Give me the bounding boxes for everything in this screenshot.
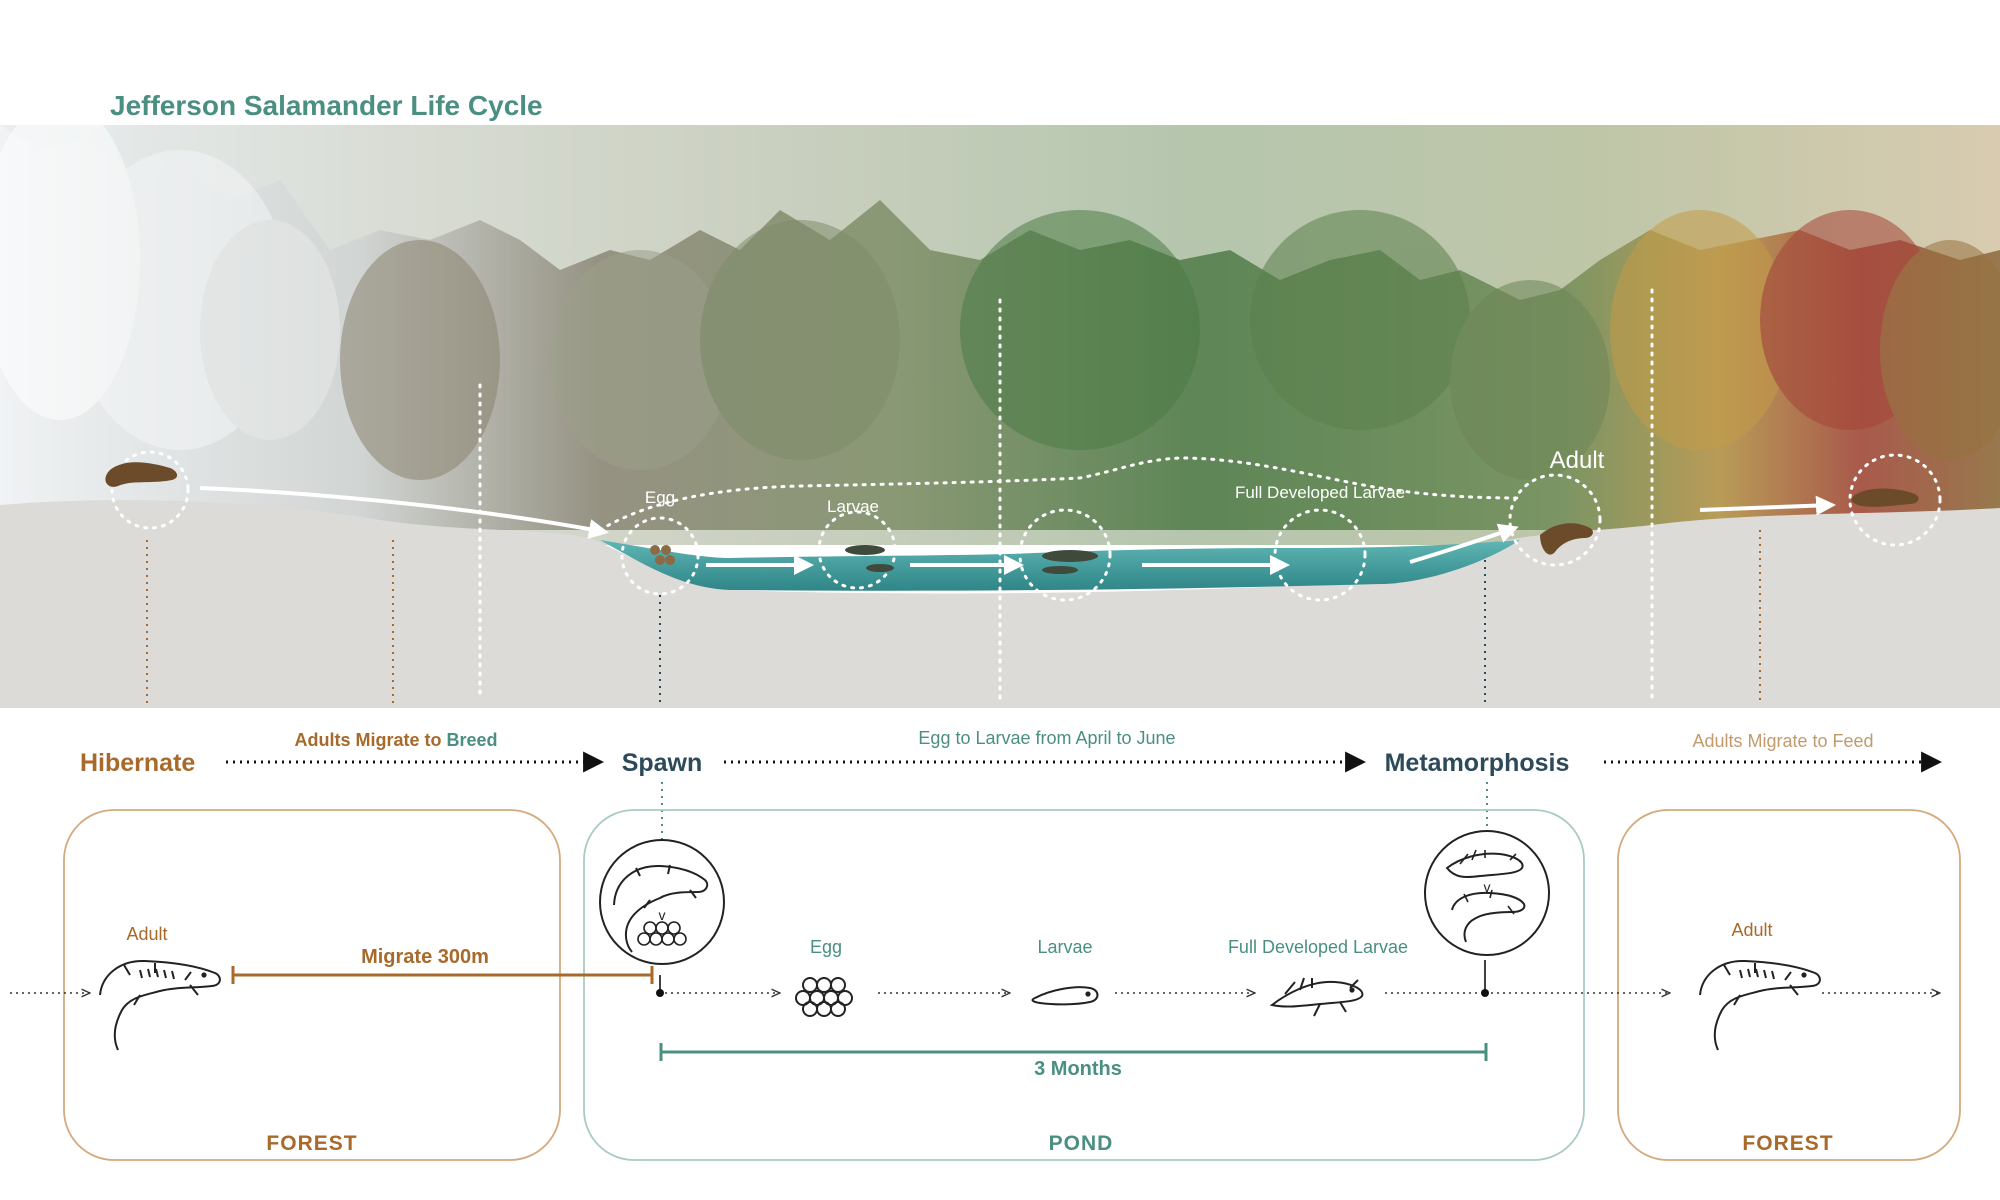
svg-text:v: v <box>659 907 666 923</box>
panel-pond <box>583 809 1585 1161</box>
stage-hibernate: Hibernate <box>80 749 195 777</box>
scene-label-egg: Egg <box>645 488 675 507</box>
migrate-distance-bracket <box>231 966 654 984</box>
stage-label-larvae: Larvae <box>1037 937 1092 957</box>
spawn-icon: v <box>599 839 725 965</box>
scene-egg-icon <box>650 545 675 565</box>
label-migrate-distance: Migrate 300m <box>361 946 489 968</box>
landscape-scene <box>0 100 2000 708</box>
panel-label-pond: POND <box>1049 1132 1114 1155</box>
duration-bracket <box>659 1043 1488 1061</box>
stage-spawn: Spawn <box>622 749 703 777</box>
stage-label-adult-right: Adult <box>1731 920 1772 940</box>
scene-label-larvae: Larvae <box>827 497 879 516</box>
salamander-icon-right <box>1699 959 1821 1051</box>
svg-text:v: v <box>1484 879 1491 895</box>
metamorphosis-icon: v <box>1424 830 1550 956</box>
label-adults-migrate-to-breed: Adults Migrate to Breed <box>294 730 497 750</box>
scene-label-adult: Adult <box>1550 447 1605 474</box>
diagram-title: Jefferson Salamander Life Cycle <box>110 90 543 121</box>
panel-forest-right <box>1617 809 1961 1161</box>
developed-larva-icon <box>1269 977 1364 1017</box>
panel-label-forest-right: FOREST <box>1742 1132 1833 1155</box>
stage-label-adult-left: Adult <box>126 924 167 944</box>
egg-cluster-icon <box>795 977 853 1017</box>
larva-icon <box>1031 986 1099 1006</box>
scene-salamander-icon <box>105 462 1919 574</box>
label-egg-to-larvae: Egg to Larvae from April to June <box>918 728 1175 748</box>
label-adults-migrate-to-feed: Adults Migrate to Feed <box>1692 731 1873 751</box>
stage-metamorphosis: Metamorphosis <box>1385 749 1570 777</box>
panel-label-forest-left: FOREST <box>266 1132 357 1155</box>
salamander-icon <box>99 959 221 1051</box>
panel-forest-left <box>63 809 561 1161</box>
stage-label-egg: Egg <box>810 937 842 957</box>
stage-label-full-developed-larvae: Full Developed Larvae <box>1228 937 1408 957</box>
scene-label-full-developed-larvae: Full Developed Larvae <box>1235 483 1405 502</box>
label-duration: 3 Months <box>1034 1058 1122 1080</box>
